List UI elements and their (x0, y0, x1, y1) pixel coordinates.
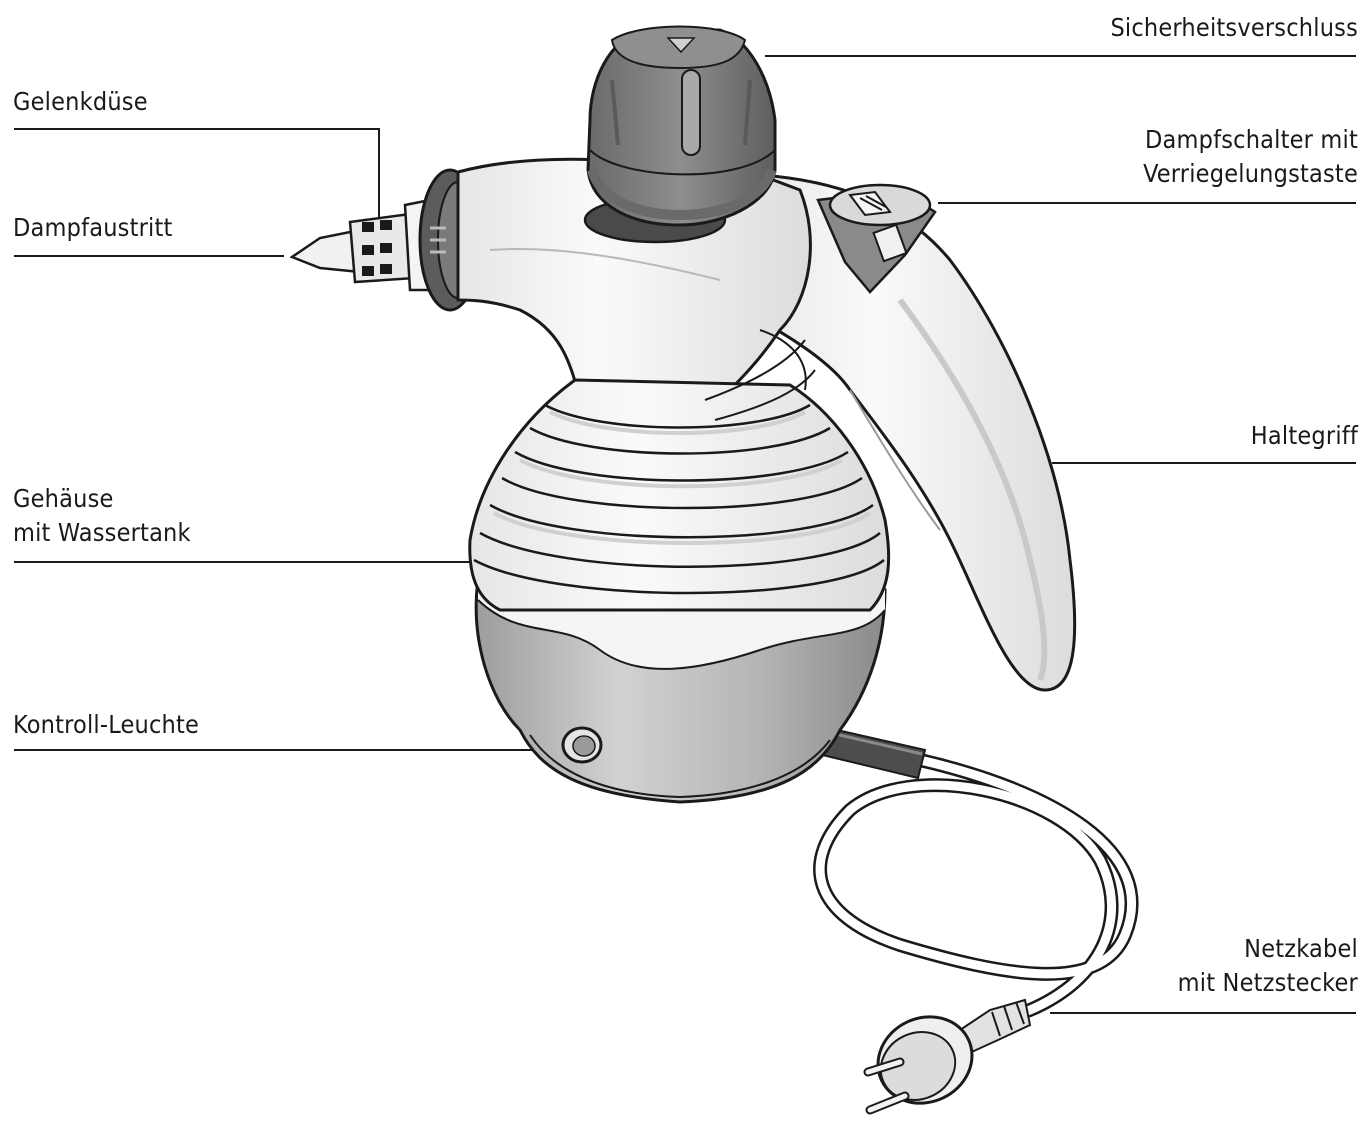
leader-lines (14, 55, 1356, 1014)
label-sicherheitsverschluss: Sicherheitsverschluss (1110, 13, 1358, 42)
control-lamp-icon (561, 726, 603, 764)
label-netzkabel: Netzkabel mit Netzstecker (1177, 934, 1358, 997)
leader-gelenkduese (14, 128, 380, 218)
safety-cap (583, 25, 777, 244)
nozzle (289, 168, 482, 312)
label-dampfaustritt: Dampfaustritt (13, 213, 173, 242)
label-haltegriff: Haltegriff (1250, 421, 1358, 450)
label-kontroll-leuchte: Kontroll-Leuchte (13, 710, 200, 739)
plug-icon (863, 998, 1032, 1115)
power-cord (808, 723, 1139, 1027)
label-dampfschalter: Dampfschalter mit Verriegelungstaste (1143, 125, 1358, 188)
label-gehaeuse: Gehäuse mit Wassertank (13, 484, 191, 547)
water-tank-body (468, 339, 891, 804)
handle (738, 173, 1077, 692)
steam-switch (816, 183, 937, 294)
label-gelenkduese: Gelenkdüse (13, 87, 148, 116)
